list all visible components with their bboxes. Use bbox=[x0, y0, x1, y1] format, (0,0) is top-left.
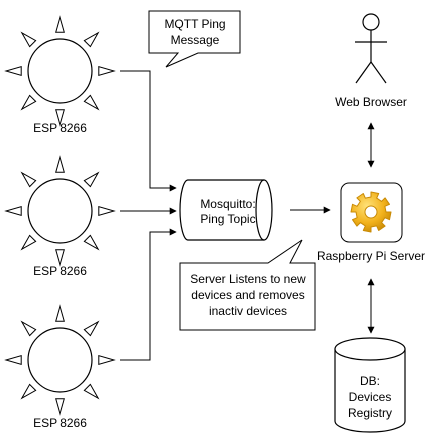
sun-disc bbox=[27, 178, 93, 244]
sun-ray bbox=[55, 398, 65, 416]
user-icon bbox=[355, 13, 387, 84]
sun-ray bbox=[98, 355, 116, 365]
server-callout-line-2: devices and removes bbox=[191, 288, 304, 302]
mqtt-callout-line-1: MQTT Ping bbox=[164, 17, 225, 31]
devices-registry-database: DB: Devices Registry bbox=[334, 337, 406, 433]
sun-ray bbox=[83, 94, 100, 111]
sun-ray bbox=[55, 155, 65, 173]
gear-icon bbox=[350, 191, 392, 233]
database-line-2: Devices bbox=[349, 390, 392, 404]
esp8266-sensor-1: ESP 8266 bbox=[4, 15, 116, 135]
gear-hole bbox=[364, 205, 378, 219]
sun-ray bbox=[20, 171, 37, 188]
server-listens-callout: Server Listens to new devices and remove… bbox=[179, 239, 316, 331]
connector-sensor1-broker bbox=[120, 70, 177, 192]
sun-disc bbox=[27, 38, 93, 104]
sun-ray bbox=[20, 234, 37, 251]
sun-ray bbox=[98, 206, 116, 216]
server-callout-line-3: inactiv devices bbox=[209, 304, 287, 318]
database-line-1: DB: bbox=[360, 374, 380, 388]
sun-ray bbox=[83, 171, 100, 188]
sun-icon bbox=[4, 155, 116, 267]
sensor-label-3: ESP 8266 bbox=[33, 416, 87, 430]
broker-line-2: Ping Topic bbox=[200, 212, 255, 226]
esp8266-sensor-3: ESP 8266 bbox=[4, 304, 116, 430]
database-line-3: Registry bbox=[348, 406, 392, 420]
sun-ray bbox=[55, 15, 65, 33]
sun-ray bbox=[83, 383, 100, 400]
sun-ray bbox=[55, 109, 65, 127]
mosquitto-broker: Mosquitto: Ping Topic bbox=[179, 179, 273, 241]
sun-ray bbox=[98, 66, 116, 76]
mqtt-ping-callout: MQTT Ping Message bbox=[148, 10, 241, 68]
connector-sensor3-broker bbox=[120, 228, 177, 361]
sun-ray bbox=[20, 31, 37, 48]
sun-ray bbox=[20, 320, 37, 337]
sun-ray bbox=[4, 206, 22, 216]
sun-ray bbox=[83, 320, 100, 337]
sun-ray bbox=[83, 234, 100, 251]
sun-ray bbox=[20, 383, 37, 400]
sun-ray bbox=[4, 355, 22, 365]
sensor-label-2: ESP 8266 bbox=[33, 264, 87, 278]
sun-icon bbox=[4, 15, 116, 127]
sun-ray bbox=[55, 304, 65, 322]
sun-ray bbox=[20, 94, 37, 111]
sun-ray bbox=[4, 66, 22, 76]
mqtt-callout-line-2: Message bbox=[171, 33, 220, 47]
broker-line-1: Mosquitto: bbox=[200, 197, 255, 211]
server-label: Raspberry Pi Server bbox=[317, 249, 425, 263]
server-callout-line-1: Server Listens to new bbox=[190, 272, 306, 286]
sun-ray bbox=[55, 249, 65, 267]
raspberry-pi-server: Raspberry Pi Server bbox=[317, 182, 425, 263]
sun-ray bbox=[83, 31, 100, 48]
esp8266-sensor-2: ESP 8266 bbox=[4, 155, 116, 278]
web-browser-user: Web Browser bbox=[335, 13, 407, 109]
sun-icon bbox=[4, 304, 116, 416]
sun-disc bbox=[27, 327, 93, 393]
web-browser-label: Web Browser bbox=[335, 95, 407, 109]
sensor-label-1: ESP 8266 bbox=[33, 121, 87, 135]
